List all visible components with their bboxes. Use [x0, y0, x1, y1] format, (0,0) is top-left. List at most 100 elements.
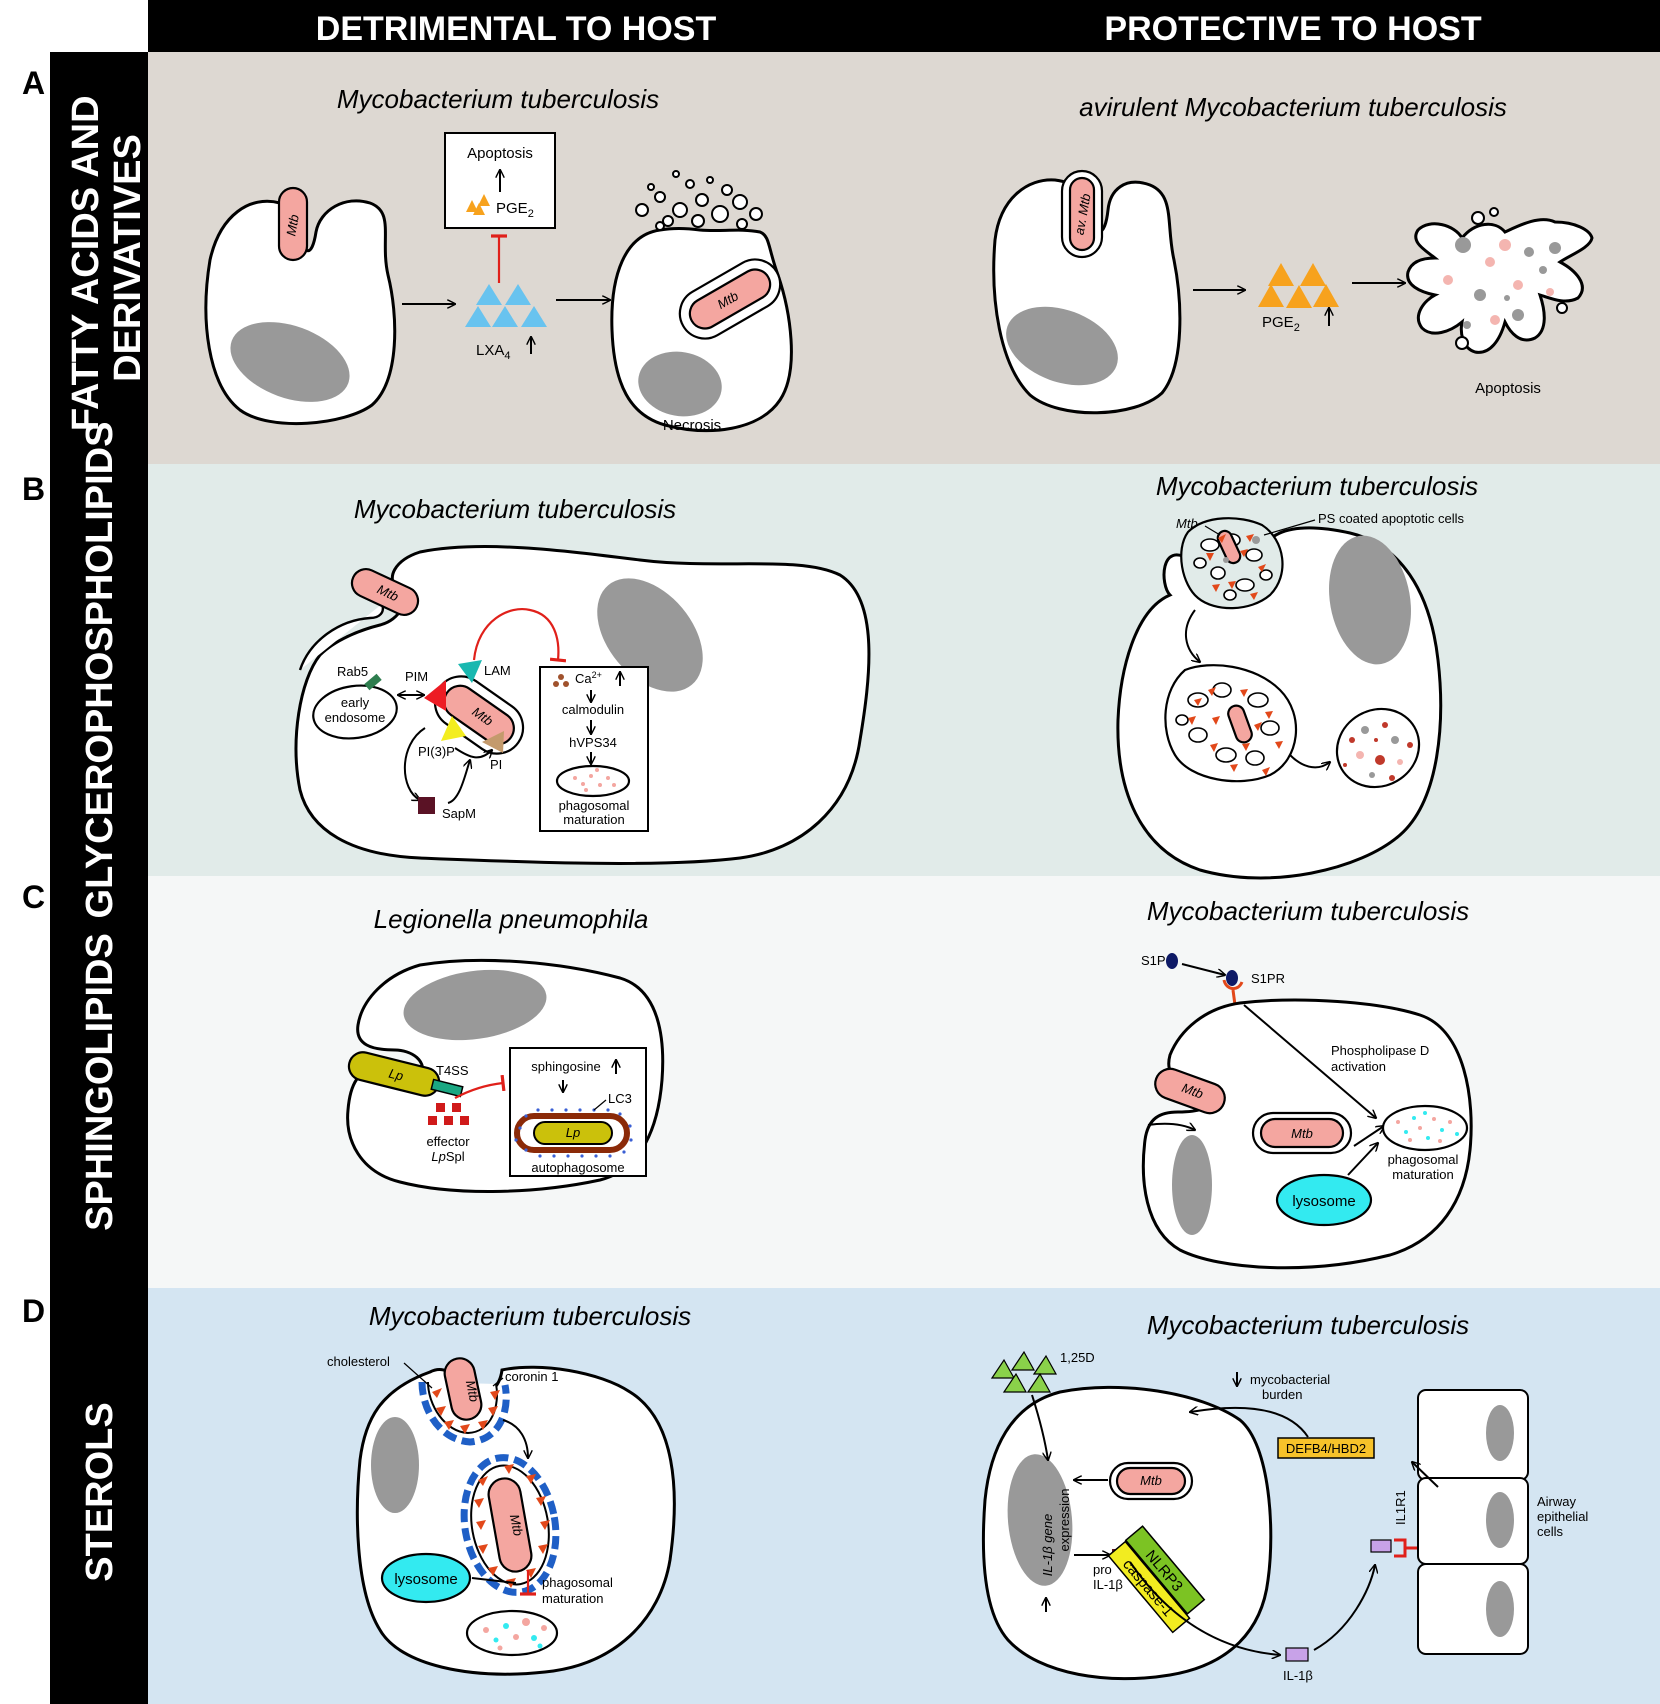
panel-a-bg — [148, 52, 1660, 464]
c-left-lp-outside-label: Lp — [387, 1066, 405, 1084]
side-bar — [50, 52, 148, 1704]
d-right-bound-il1b — [1370, 1539, 1392, 1553]
b-right-phagolysosome — [1335, 707, 1421, 789]
c-right-phagosome-dots — [1396, 1111, 1459, 1143]
c-right-s1pr-label: S1PR — [1251, 971, 1285, 986]
c-right-pld-arrow — [1243, 1004, 1376, 1118]
a-left-debris — [635, 170, 763, 231]
b-left-early-endosome — [312, 684, 398, 740]
c-right-phago-label-2: maturation — [1392, 1167, 1453, 1182]
a-left-mtb-label: Mtb — [283, 213, 302, 237]
d-left-cholesterol-label: cholesterol — [327, 1354, 390, 1369]
c-right-s1p-dot — [1166, 953, 1178, 969]
b-right-ps-triangles-top — [1206, 534, 1266, 600]
c-right-to-maturation — [1353, 1126, 1384, 1147]
a-right-pge2-triangle-1 — [1268, 263, 1294, 286]
b-right-nucleus — [1329, 535, 1411, 665]
b-left-phago-label-1: phagosomal — [559, 798, 630, 813]
d-left-top-coronin — [418, 1381, 510, 1446]
header-detrimental: DETRIMENTAL TO HOST — [316, 10, 717, 48]
c-right-mtb-outside-label: Mtb — [1180, 1080, 1205, 1102]
d-left-lysosome-label: lysosome — [394, 1571, 457, 1588]
a-left-lxa4-triangle-4 — [492, 306, 518, 327]
panel-letter-c: C — [22, 879, 45, 915]
b-left-engulf-cup — [298, 603, 384, 671]
d-right-il1b-to-receptor-arrow — [1313, 1565, 1375, 1651]
b-right-title: Mycobacterium tuberculosis — [1156, 471, 1478, 501]
b-right-gray-dot-1 — [1252, 536, 1260, 544]
a-left-necrotic-mtb — [688, 268, 772, 330]
b-left-pi3p-triangle — [441, 716, 466, 741]
c-right-mature-phagosome — [1381, 1104, 1469, 1152]
d-right-pro-label-1: pro — [1093, 1562, 1112, 1577]
b-right-mtb-pointer — [1204, 525, 1221, 536]
c-left-nucleus — [403, 969, 547, 1041]
b-left-rab5-marker — [364, 673, 382, 691]
b-left-ca-label: Ca2+ — [575, 670, 602, 686]
b-right-phagolysosome-dots — [1343, 722, 1413, 781]
d-right-nucleus — [1007, 1454, 1073, 1586]
side-label-d: STEROLS — [79, 1402, 121, 1581]
d-left-lysosome — [380, 1552, 472, 1604]
c-left-lc3-label: LC3 — [608, 1091, 632, 1106]
d-right-epithelial-nucleus-3 — [1486, 1581, 1514, 1637]
a-left-lxa4-triangle-2 — [505, 284, 531, 305]
a-right-apoptotic-bodies — [1443, 237, 1561, 329]
c-right-mtb-outside — [1154, 1067, 1226, 1115]
a-left-title: Mycobacterium tuberculosis — [337, 84, 659, 114]
d-right-vitd-triangles — [990, 1350, 1058, 1393]
b-right-mtb-label: Mtb — [1176, 516, 1198, 531]
d-right-pro-label-2: IL-1β — [1093, 1577, 1123, 1592]
d-right-defb-box — [1277, 1437, 1375, 1459]
side-label-c: SPHINGOLIPIDS — [79, 933, 121, 1231]
b-left-mature-phagosome — [555, 764, 631, 798]
a-right-title: avirulent Mycobacterium tuberculosis — [1079, 92, 1507, 122]
d-right-mtb — [1115, 1466, 1187, 1496]
a-left-lxa4-triangle-3 — [465, 306, 491, 327]
c-left-effector-label: effector — [426, 1134, 470, 1149]
a-right-pge2-triangle-2 — [1300, 263, 1326, 286]
a-left-pge2-triangle-1 — [466, 200, 478, 212]
c-right-phago-label-1: phagosomal — [1388, 1152, 1459, 1167]
d-left-nucleus — [371, 1417, 419, 1513]
d-left-coronin-pointer — [492, 1377, 504, 1387]
d-right-title: Mycobacterium tuberculosis — [1147, 1310, 1469, 1340]
c-right-internalize-arrow — [1147, 1124, 1195, 1130]
b-left-lam-inhibit — [472, 608, 567, 663]
b-left-pim-triangle — [424, 680, 446, 711]
c-left-t4ss — [430, 1078, 464, 1098]
b-left-sapm-to-pi — [447, 760, 470, 804]
side-label-b: GLYCEROPHOSPHOLIPIDS — [79, 422, 121, 919]
b-right-maturation-arrow — [1289, 754, 1330, 767]
d-right-vitd-label: 1,25D — [1060, 1350, 1095, 1365]
a-right-apoptosis-label: Apoptosis — [1475, 380, 1541, 397]
a-right-apoptotic-cell — [1406, 218, 1594, 354]
d-right-il1r1-label: IL1R1 — [1393, 1490, 1408, 1525]
c-right-s1p-arrow — [1181, 963, 1225, 975]
panel-letter-b: B — [22, 471, 45, 507]
b-right-ps-pointer — [1263, 519, 1316, 536]
a-right-nucleus — [1006, 306, 1118, 386]
b-right-ps-triangles-inside — [1188, 687, 1283, 776]
b-left-mtb-outside — [350, 568, 420, 616]
d-left-cholesterol-pointer — [403, 1362, 433, 1389]
b-left-sapm-loop — [403, 727, 426, 800]
a-left-necrosis-label: Necrosis — [663, 417, 721, 434]
b-left-sapm-square — [418, 797, 435, 814]
c-left-inhibit-curve — [454, 1074, 506, 1099]
b-right-internalize-arrow — [1184, 609, 1200, 662]
c-left-lpspl-label: LpSpl — [431, 1149, 464, 1164]
a-left-lxa4-label: LXA4 — [476, 342, 510, 362]
b-left-mtb-inside — [443, 684, 515, 746]
d-right-epithelial-to-defb-arrow — [1412, 1462, 1439, 1488]
d-right-vitd-arrow — [1031, 1394, 1048, 1460]
a-right-pge2-label: PGE2 — [1262, 314, 1300, 334]
a-right-pge2-triangle-5 — [1313, 284, 1339, 307]
b-right-apoptotic-bodies-top — [1193, 533, 1273, 601]
b-left-phagosome-dots — [573, 768, 616, 792]
b-left-pim-label: PIM — [405, 669, 428, 684]
d-left-title: Mycobacterium tuberculosis — [369, 1301, 691, 1331]
d-left-mature-phagosome — [465, 1609, 559, 1657]
d-right-mtb-label: Mtb — [1140, 1473, 1162, 1488]
